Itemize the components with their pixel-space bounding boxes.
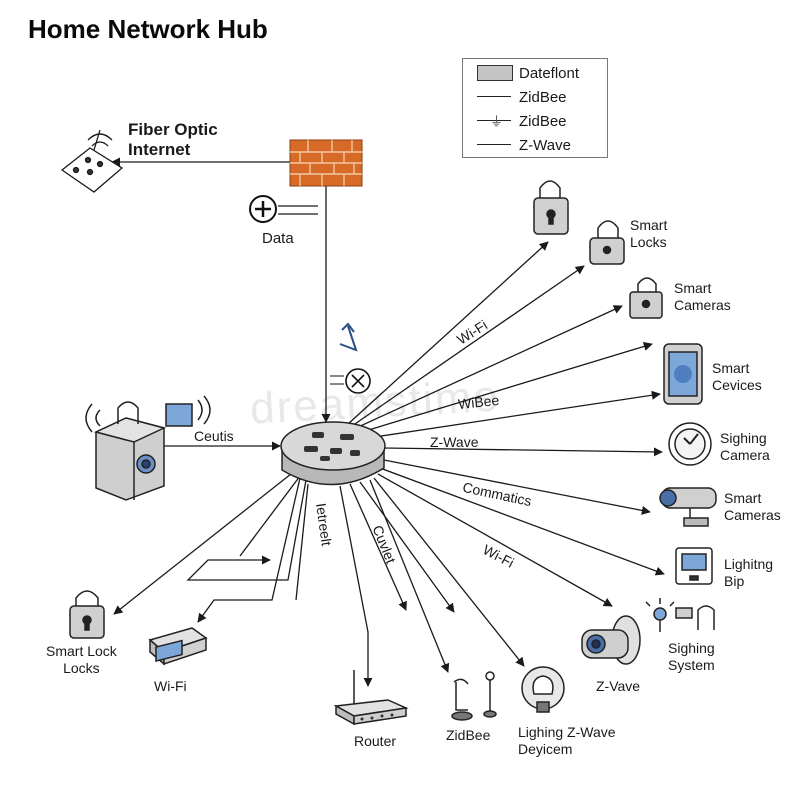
legend-line-swatch [477,144,511,145]
link-zvave-camera [377,473,613,607]
firewall-icon [289,139,363,187]
link-bracket-1 [186,479,307,581]
link-bracket-2 [239,475,301,557]
link-label-ceutis: Ceutis [194,428,234,444]
legend-label: ZidBee [519,113,567,130]
link-router [339,485,373,687]
legend-item-zidbee-glyph: ⏚ ZidBee [471,111,605,131]
tablet-icon [663,343,703,405]
link-wibee [367,390,661,439]
legend-label: Dateflont [519,65,580,82]
device-label-sighing-system: Sighing System [668,640,715,673]
zigbee-glyph-icon: ⏚ [490,114,504,129]
link-lock-top [347,241,549,425]
smart-lock-icon [589,220,625,265]
light-bulb-panel-icon [675,547,713,585]
device-label-wifi: Wi-Fi [154,678,187,694]
internet-label: Fiber Optic Internet [128,120,218,159]
router-icon [333,670,409,726]
legend-item-dateflont: Dateflont [471,63,605,83]
internet-router-icon [60,129,124,193]
link-wifi-device [197,477,301,623]
legend-item-zwave: Z-Wave [471,135,605,155]
legend-item-zidbee-line: ZidBee [471,87,605,107]
link-sighing-camera [383,447,663,457]
legend-line-swatch [477,120,511,121]
hub-icon [280,421,386,486]
link-smart-cameras-1 [355,305,623,429]
link-lighitng-bip [379,467,665,576]
legend: Dateflont ZidBee ⏚ ZidBee Z-Wave [462,58,608,158]
link-lighting-zwave [373,477,525,667]
switch-symbol-icon [330,368,371,394]
legend-line-swatch [477,96,511,97]
link-zidbee [369,479,450,673]
padlock-bottom-icon [69,590,105,639]
device-label-smart-cameras-2: Smart Cameras [724,490,781,523]
legend-label: Z-Wave [519,137,571,154]
device-label-smart-locks: Smart Locks [630,217,668,250]
legend-label: ZidBee [519,89,567,106]
link-extra-2 [349,483,407,611]
dome-camera-icon [581,615,641,665]
page-title: Home Network Hub [28,14,268,44]
device-label-lighitng-bip: Lighitng Bip [724,556,774,589]
data-label: Data [262,230,294,247]
sensor-system-icon [645,598,715,632]
device-label-router: Router [354,733,397,749]
zigbee-sensor-icon [451,671,497,721]
link-smart-locks [351,265,585,427]
connection-lines [111,157,665,687]
link-smart-cameras-2 [383,459,651,515]
device-label-smart-cevices: Smart Cevices [712,360,762,393]
device-label-zvave: Z-Vave [596,678,641,694]
padlock-top-icon [533,180,569,235]
link-extra-1 [359,481,455,613]
device-label-zidbee: ZidBee [446,727,491,743]
legend-box-swatch [477,65,513,81]
smart-bulb-icon [521,666,565,713]
gauge-camera-icon [668,422,712,466]
data-plus-icon [249,195,277,223]
link-label-zwave: Z-Wave [430,434,479,450]
wifi-box-icon [148,627,208,666]
device-label-sighing-camera: Sighing Camera [720,430,770,463]
link-smart-lock-locks [113,469,297,615]
device-label-smart-lock-locks: Smart Lock Locks [46,643,117,676]
link-smart-cevices [361,342,653,433]
link-bracket-3 [295,483,309,601]
device-label-lighing-zwave: Lighing Z-Wave Deyicem [518,724,616,757]
signal-arrow-icon [339,322,358,352]
bullet-camera-icon [659,487,717,527]
device-label-smart-cameras-1: Smart Cameras [674,280,731,313]
small-lock-icon [629,277,663,319]
security-camera-box-icon [85,395,211,501]
